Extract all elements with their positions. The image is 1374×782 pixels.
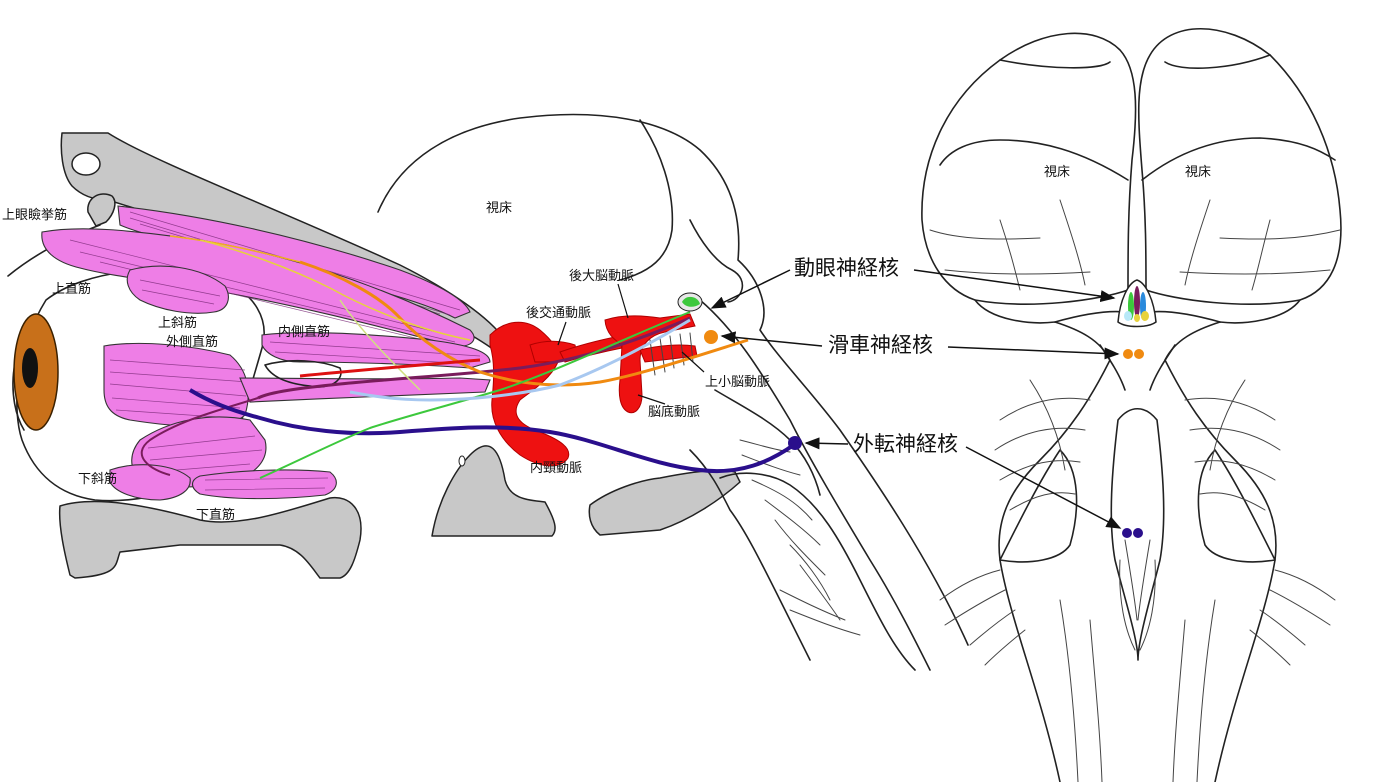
label-posterior-cerebral: 後大脳動脈 [569,269,634,284]
nerve-roots-left [939,569,1026,666]
nerve-yellow-diag [339,299,421,391]
label-thalamus-right: 視床 [1185,165,1211,180]
arrow-abducens-right [965,446,1122,529]
label-medial-rectus: 内側直筋 [278,324,330,340]
abducens-nucleus-right [1133,528,1143,538]
label-superior-oblique: 上斜筋 [158,315,197,331]
left-hemisphere-details [929,199,1091,291]
medulla-front [719,472,916,671]
orbit-side-view: 上眼瞼挙筋 上直筋 上斜筋 外側直筋 内側直筋 下斜筋 下直筋 視床 内頸動脈 … [2,113,969,671]
right-hemisphere-details [1179,199,1341,291]
label-trochlear-nucleus: 滑車神経核 [828,333,933,357]
side-leader-lines [557,283,705,405]
nerve-lightblue-branch [349,318,691,402]
pons-striations-left [994,379,1091,511]
abducens-nerve [188,388,797,474]
supraorbital-foramen [71,152,101,176]
oculomotor-nerve [257,316,691,400]
colliculi [1054,310,1221,391]
brain-side-inner-1 [619,119,674,281]
oculomotor-nucleus-colors [1124,286,1149,322]
abducens-nucleus-left [1122,528,1132,538]
inferior-oblique-muscle [109,464,191,501]
pupil [22,348,38,388]
cerebellar-peduncle-left [999,449,1078,563]
label-abducens-nucleus: 外転神経核 [853,432,958,456]
cerebellar-folia [649,332,694,376]
label-oculomotor-nucleus: 動眼神経核 [794,256,899,280]
medulla-lines [1059,599,1216,782]
trochlear-nucleus-left [1123,349,1133,359]
label-inferior-oblique: 下斜筋 [78,471,117,487]
oculomotor-nucleus-side-fill [682,296,700,307]
trochlear-nucleus-side [704,330,718,344]
brainstem-dorsal-view: 視床 視床 [921,28,1342,782]
label-inferior-rectus: 下直筋 [196,507,235,523]
brain-side-inner-2 [689,219,744,303]
pons-striations-right [1184,379,1281,511]
arrow-trochlear-left [720,331,823,347]
foramen-small [458,455,466,467]
arrow-trochlear-right [947,346,1120,360]
optic-region-artery [299,358,481,378]
label-superior-rectus: 上直筋 [52,281,91,297]
label-internal-carotid: 内頸動脈 [530,460,582,476]
nerve-green-branch [259,311,691,479]
label-basilar: 脳底動脈 [648,404,700,420]
nucleus-callouts: 動眼神経核 滑車神経核 外転神経核 [710,256,1122,529]
right-hemisphere-outline [1137,28,1342,305]
rhomboid-fossa-lines [1119,539,1156,651]
nerve-yellow-branch [199,239,471,341]
brainstem-side [699,299,931,671]
arrow-oculomotor-left [710,269,791,309]
left-thalamus-curve [939,59,1129,181]
brain-side-outline [377,113,969,646]
left-hemisphere-outline [921,32,1137,305]
inferior-rectus-muscle [191,469,337,500]
cerebellar-peduncle-right [1197,449,1276,563]
sphenoid-body-bone [431,445,556,537]
trochlear-nucleus-right [1134,349,1144,359]
label-lateral-rectus: 外側直筋 [166,334,218,350]
arrow-oculomotor-right [913,269,1116,303]
fourth-ventricle [1110,407,1165,661]
label-posterior-communicating: 後交通動脈 [526,305,591,321]
trochlear-nerve-tip [169,235,301,263]
nerve-roots-right [1249,569,1336,666]
optic-nerve-outline [264,359,342,388]
label-superior-cerebellar: 上小脳動脈 [705,375,770,390]
abducens-nucleus-side [788,436,802,450]
brainstem-side-front [689,449,811,661]
brainstem-outline [974,299,1301,782]
orbital-floor-bone [58,496,362,579]
brainstem-rootlets [739,439,861,636]
arrow-abducens-left [804,437,849,450]
clivus-bone [588,469,741,536]
label-thalamus-left: 視床 [1044,165,1070,180]
label-levator: 上眼瞼挙筋 [2,207,67,223]
superior-oblique-muscle [126,265,229,314]
trochlear-nerve [299,260,749,387]
label-thalamus-side: 視床 [486,201,512,216]
trochlea [87,193,116,227]
right-thalamus-curve [1141,54,1336,181]
